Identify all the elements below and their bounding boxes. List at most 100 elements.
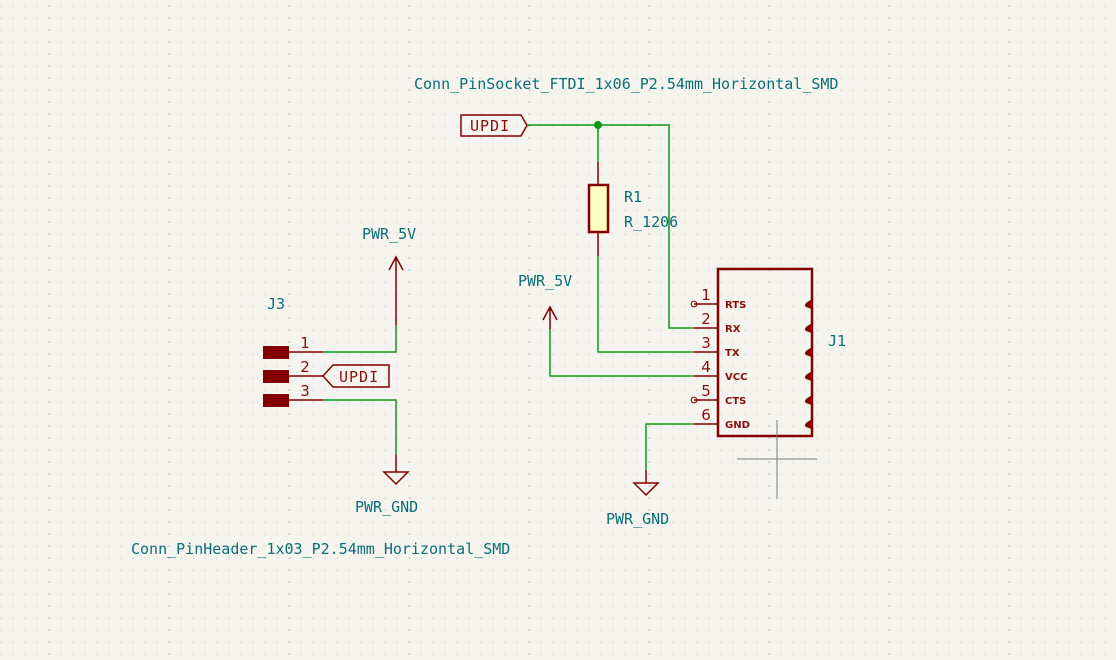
- grid-dot: [660, 53, 662, 55]
- grid-dot: [756, 257, 758, 259]
- grid-dot: [372, 317, 374, 319]
- grid-dot: [636, 341, 638, 343]
- grid-dot: [876, 593, 878, 595]
- grid-dot: [552, 569, 554, 571]
- grid-dot: [852, 41, 854, 43]
- grid-dot: [48, 425, 51, 427]
- grid-dot: [144, 185, 146, 187]
- grid-dot: [348, 77, 350, 79]
- grid-dot: [60, 125, 62, 127]
- grid-dot: [732, 221, 734, 223]
- grid-dot: [120, 221, 122, 223]
- grid-dot: [48, 593, 51, 595]
- grid-dot: [888, 221, 891, 223]
- grid-dot: [744, 593, 746, 595]
- grid-dot: [252, 137, 254, 139]
- grid-dot: [120, 125, 122, 127]
- grid-dot: [744, 233, 746, 235]
- grid-dot: [780, 161, 782, 163]
- grid-dot: [264, 113, 266, 115]
- grid-dot: [516, 125, 518, 127]
- grid-dot: [360, 137, 362, 139]
- grid-dot: [732, 77, 734, 79]
- grid-dot: [420, 233, 422, 235]
- grid-dot: [192, 305, 194, 307]
- grid-dot: [660, 377, 662, 379]
- grid-dot: [204, 5, 206, 7]
- grid-dot: [324, 317, 326, 319]
- grid-dot: [204, 545, 206, 547]
- grid-dot: [696, 401, 698, 403]
- grid-dot: [708, 545, 710, 547]
- grid-dot: [36, 161, 38, 163]
- grid-dot: [408, 485, 411, 487]
- grid-dot: [60, 161, 62, 163]
- grid-dot: [420, 593, 422, 595]
- grid-dot: [204, 221, 206, 223]
- grid-dot: [264, 209, 266, 211]
- grid-dot: [84, 53, 86, 55]
- grid-dot: [552, 113, 554, 115]
- grid-dot: [540, 293, 542, 295]
- grid-dot: [108, 41, 110, 43]
- grid-dot: [12, 593, 14, 595]
- grid-dot: [72, 125, 74, 127]
- grid-dot: [804, 569, 806, 571]
- grid-dot: [864, 557, 866, 559]
- grid-dot: [804, 197, 806, 199]
- grid-dot: [1068, 101, 1070, 103]
- grid-dot: [84, 629, 86, 631]
- grid-dot: [852, 149, 854, 151]
- grid-dot: [480, 293, 482, 295]
- grid-dot: [216, 497, 218, 499]
- grid-dot: [732, 209, 734, 211]
- grid-dot: [108, 257, 110, 259]
- grid-dot: [480, 629, 482, 631]
- grid-dot: [1080, 593, 1082, 595]
- grid-dot: [240, 281, 242, 283]
- grid-dot: [252, 449, 254, 451]
- grid-dot: [384, 233, 386, 235]
- grid-dot: [576, 53, 578, 55]
- grid-dot: [144, 5, 146, 7]
- grid-dot: [600, 257, 602, 259]
- grid-dot: [1056, 593, 1058, 595]
- grid-dot: [864, 29, 866, 31]
- grid-dot: [240, 41, 242, 43]
- grid-dot: [276, 437, 278, 439]
- grid-dot: [360, 497, 362, 499]
- grid-dot: [1044, 437, 1046, 439]
- grid-dot: [468, 365, 470, 367]
- grid-dot: [324, 233, 326, 235]
- grid-dot: [696, 473, 698, 475]
- grid-dot: [708, 53, 710, 55]
- grid-dot: [12, 113, 14, 115]
- grid-dot: [0, 533, 2, 535]
- grid-dot: [936, 569, 938, 571]
- grid-dot: [720, 17, 722, 19]
- grid-dot: [564, 5, 566, 7]
- grid-dot: [996, 497, 998, 499]
- grid-dot: [684, 473, 686, 475]
- grid-dot: [1056, 137, 1058, 139]
- grid-dot: [972, 101, 974, 103]
- grid-dot: [384, 149, 386, 151]
- grid-dot: [444, 101, 446, 103]
- grid-dot: [552, 137, 554, 139]
- grid-dot: [360, 569, 362, 571]
- grid-dot: [996, 389, 998, 391]
- grid-dot: [996, 461, 998, 463]
- grid-dot: [264, 593, 266, 595]
- grid-dot: [768, 317, 771, 319]
- grid-dot: [912, 281, 914, 283]
- grid-dot: [180, 461, 182, 463]
- grid-dot: [1056, 53, 1058, 55]
- grid-dot: [1020, 173, 1022, 175]
- grid-dot: [480, 65, 482, 67]
- grid-dot: [708, 197, 710, 199]
- grid-dot: [72, 101, 74, 103]
- grid-dot: [684, 281, 686, 283]
- grid-dot: [1020, 281, 1022, 283]
- grid-dot: [132, 233, 134, 235]
